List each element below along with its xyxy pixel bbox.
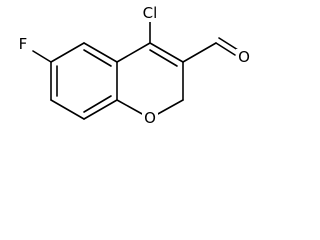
ring-oxygen-label: O — [144, 109, 156, 127]
bond-c4-c3 — [149, 42, 184, 63]
bond-c5-c6 — [50, 42, 85, 63]
bond-c7-c8 — [50, 99, 85, 120]
bond-cho-o — [215, 42, 236, 56]
aldehyde-oxygen-label-bg — [236, 49, 252, 66]
bond-c4a-c5-inner — [83, 49, 112, 67]
bond-c8-c8a-inner — [83, 95, 112, 113]
aldehyde-oxygen-label: O — [238, 48, 250, 66]
fluorine-label: F — [19, 35, 28, 53]
bond-c4-c3-inner — [149, 49, 178, 67]
bond-c3-cho — [182, 42, 217, 63]
bond-c6-f — [32, 50, 52, 63]
chlorine-label: Cl — [143, 4, 158, 22]
substituents — [32, 21, 239, 63]
atom-labels: Cl F O O — [15, 4, 252, 127]
bond-cho-o-double — [218, 37, 239, 51]
bond-c4a-c4 — [116, 42, 151, 63]
chlorine-label-bg — [140, 5, 160, 22]
pyran-ring — [116, 42, 184, 116]
bond-o1-c8a — [116, 99, 145, 116]
chemical-structure: Cl F O O — [15, 4, 252, 127]
bond-c2-o1 — [155, 99, 184, 116]
fluorine-label-bg — [15, 36, 31, 53]
ring-oxygen-label-bg — [142, 110, 158, 127]
benzene-ring — [50, 42, 118, 120]
bond-c4a-c5 — [83, 42, 118, 63]
bond-c8-c8a — [83, 99, 118, 120]
